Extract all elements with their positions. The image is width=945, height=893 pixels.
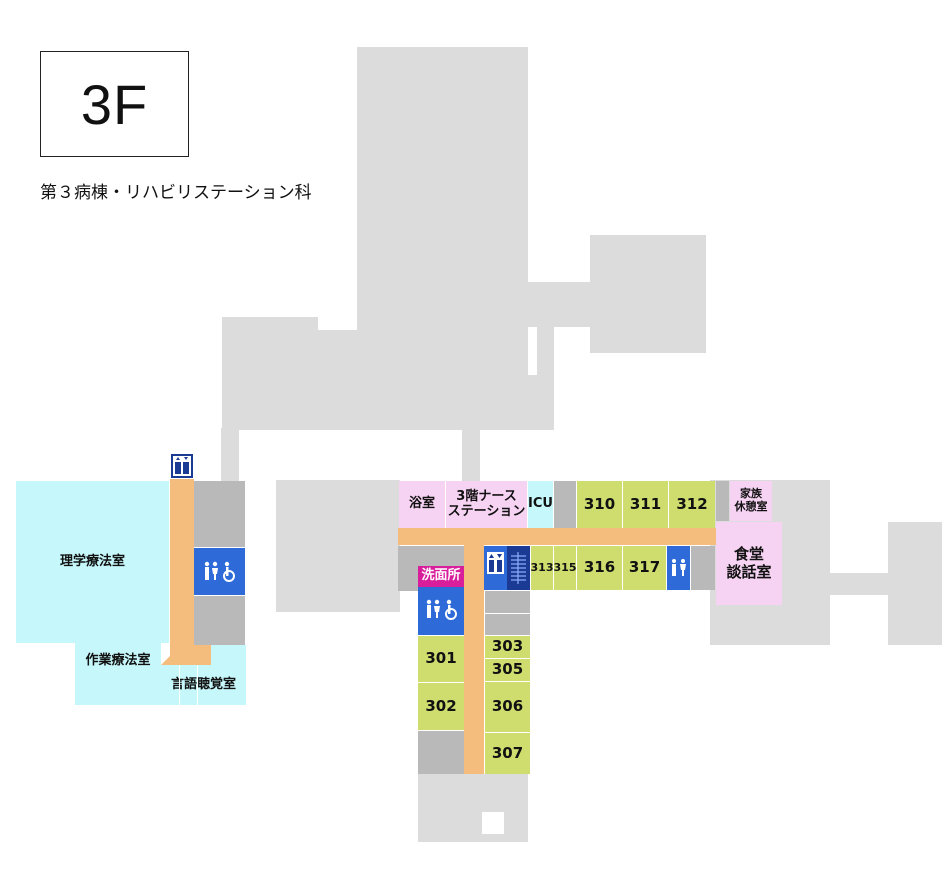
room-307[interactable]: 307 — [485, 733, 530, 774]
storage-room — [398, 546, 418, 591]
storage-room — [194, 481, 245, 547]
room-icu[interactable]: ICU — [528, 481, 553, 528]
storage-room — [716, 481, 729, 521]
elevator-icon — [486, 551, 505, 575]
corridor-main — [398, 528, 716, 545]
building-outline — [590, 235, 706, 353]
building-outline — [480, 282, 592, 327]
building-outline — [537, 325, 554, 377]
storage-room — [554, 481, 576, 528]
restroom-icon — [203, 560, 237, 584]
storage-room — [691, 546, 715, 590]
storage-room — [418, 731, 464, 774]
room-302[interactable]: 302 — [418, 683, 464, 730]
room-305[interactable]: 305 — [485, 659, 530, 681]
floor-description: 第３病棟・リハビリステーション科 — [40, 183, 312, 203]
restroom-east[interactable] — [667, 546, 690, 590]
building-outline — [829, 573, 891, 595]
stairs-icon — [509, 550, 528, 586]
room-317[interactable]: 317 — [623, 546, 666, 590]
room-303[interactable]: 303 — [485, 636, 530, 658]
room-speech-therapy[interactable]: 言語聴覚室 — [161, 665, 246, 705]
building-outline — [276, 480, 400, 612]
storage-room — [194, 596, 245, 645]
room-301[interactable]: 301 — [418, 636, 464, 682]
room-dining-lounge[interactable]: 食堂 談話室 — [716, 522, 782, 605]
divider — [197, 665, 198, 705]
storage-room — [418, 546, 464, 566]
divider — [179, 665, 180, 705]
elevator-icon — [171, 454, 193, 478]
building-outline — [418, 774, 528, 842]
restroom-south[interactable] — [418, 587, 464, 635]
rehab-annex — [211, 645, 246, 665]
room-313[interactable]: 313 — [531, 546, 553, 590]
room-occupational-therapy[interactable]: 作業療法室 — [75, 617, 161, 705]
room-306[interactable]: 306 — [485, 682, 530, 732]
building-outline — [222, 375, 554, 430]
room-311[interactable]: 311 — [623, 481, 668, 528]
restroom-icon — [670, 558, 688, 578]
room-washroom[interactable]: 洗面所 — [418, 566, 464, 587]
storage-room — [485, 591, 530, 613]
room-family-lounge[interactable]: 家族 休憩室 — [730, 481, 772, 521]
room-312[interactable]: 312 — [669, 481, 715, 528]
corridor-west — [170, 479, 194, 649]
storage-room — [485, 614, 530, 635]
corridor-south — [464, 528, 484, 774]
room-bath[interactable]: 浴室 — [399, 481, 445, 528]
restroom-icon — [425, 598, 459, 622]
restroom-west[interactable] — [194, 548, 245, 595]
gap — [482, 812, 504, 834]
building-outline — [462, 428, 480, 481]
room-316[interactable]: 316 — [577, 546, 622, 590]
building-outline — [357, 47, 528, 377]
room-physical-therapy[interactable]: 理学療法室 — [16, 481, 169, 643]
room-315[interactable]: 315 — [554, 546, 576, 590]
room-310[interactable]: 310 — [577, 481, 622, 528]
room-nurse-station[interactable]: 3階ナース ステーション — [446, 481, 527, 528]
building-outline — [221, 428, 239, 481]
floor-label-box: 3F — [40, 51, 189, 157]
building-outline — [888, 522, 942, 645]
floor-label: 3F — [80, 72, 149, 136]
